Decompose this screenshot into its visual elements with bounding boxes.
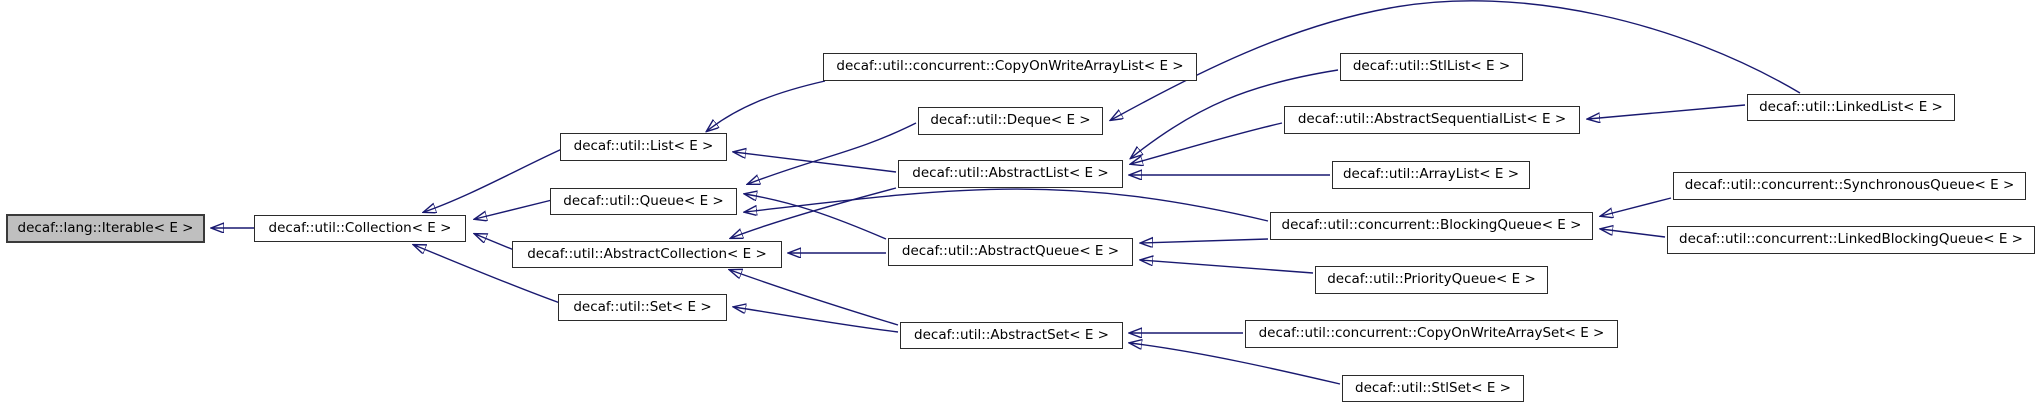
node-linked-list[interactable]: decaf::util::LinkedList< E > (1747, 94, 1955, 121)
node-queue[interactable]: decaf::util::Queue< E > (550, 188, 737, 215)
edge-priority-queue-to-abstract-queue (1141, 260, 1314, 274)
edge-abstract-list-to-abstract-collection (731, 187, 897, 238)
node-stl-list[interactable]: decaf::util::StlList< E > (1340, 53, 1523, 81)
node-set[interactable]: decaf::util::Set< E > (558, 294, 727, 321)
edge-abstract-set-to-abstract-collection (730, 270, 899, 326)
node-blocking-queue[interactable]: decaf::util::concurrent::BlockingQueue< … (1270, 212, 1593, 240)
edge-linked-list-to-abstract-sequential-list (1588, 104, 1746, 119)
node-linked-blocking-queue[interactable]: decaf::util::concurrent::LinkedBlockingQ… (1667, 226, 2035, 254)
node-copy-on-write-array-list[interactable]: decaf::util::concurrent::CopyOnWriteArra… (823, 53, 1197, 81)
edge-list-to-collection (424, 148, 563, 212)
node-abstract-collection[interactable]: decaf::util::AbstractCollection< E > (512, 241, 782, 268)
edge-deque-to-queue (748, 122, 917, 184)
edge-linked-blocking-queue-to-blocking-queue (1601, 229, 1666, 238)
edge-abstract-collection-to-collection (475, 234, 515, 251)
node-copy-on-write-array-set[interactable]: decaf::util::concurrent::CopyOnWriteArra… (1245, 320, 1618, 348)
edge-abstract-list-to-list (734, 152, 897, 173)
node-priority-queue[interactable]: decaf::util::PriorityQueue< E > (1315, 266, 1548, 294)
node-abstract-queue[interactable]: decaf::util::AbstractQueue< E > (888, 238, 1133, 266)
node-deque[interactable]: decaf::util::Deque< E > (918, 107, 1103, 135)
edge-stl-set-to-abstract-set (1130, 343, 1341, 385)
node-stl-set[interactable]: decaf::util::StlSet< E > (1342, 375, 1524, 402)
edge-set-to-collection (414, 245, 561, 304)
node-array-list[interactable]: decaf::util::ArrayList< E > (1332, 161, 1530, 189)
edge-group (212, 0, 1801, 385)
node-abstract-list[interactable]: decaf::util::AbstractList< E > (898, 160, 1123, 188)
edge-synchronous-queue-to-blocking-queue (1601, 197, 1672, 216)
node-abstract-set[interactable]: decaf::util::AbstractSet< E > (900, 322, 1123, 349)
node-synchronous-queue[interactable]: decaf::util::concurrent::SynchronousQueu… (1673, 172, 2026, 200)
edge-copy-on-write-array-list-to-list (707, 80, 826, 131)
edge-blocking-queue-to-abstract-queue (1141, 239, 1269, 243)
edge-abstract-queue-to-queue (745, 194, 887, 240)
edge-stl-list-to-abstract-list (1131, 69, 1339, 158)
node-collection[interactable]: decaf::util::Collection< E > (254, 215, 466, 242)
edge-linked-list-to-deque (1111, 0, 1801, 120)
edge-blocking-queue-to-queue (745, 188, 1269, 222)
node-iterable[interactable]: decaf::lang::Iterable< E > (6, 214, 205, 243)
edge-queue-to-collection (475, 199, 553, 219)
node-abstract-sequential-list[interactable]: decaf::util::AbstractSequentialList< E > (1284, 106, 1580, 134)
node-list[interactable]: decaf::util::List< E > (560, 133, 727, 161)
edge-abstract-sequential-list-to-abstract-list (1131, 122, 1283, 164)
edge-abstract-set-to-set (734, 307, 899, 333)
